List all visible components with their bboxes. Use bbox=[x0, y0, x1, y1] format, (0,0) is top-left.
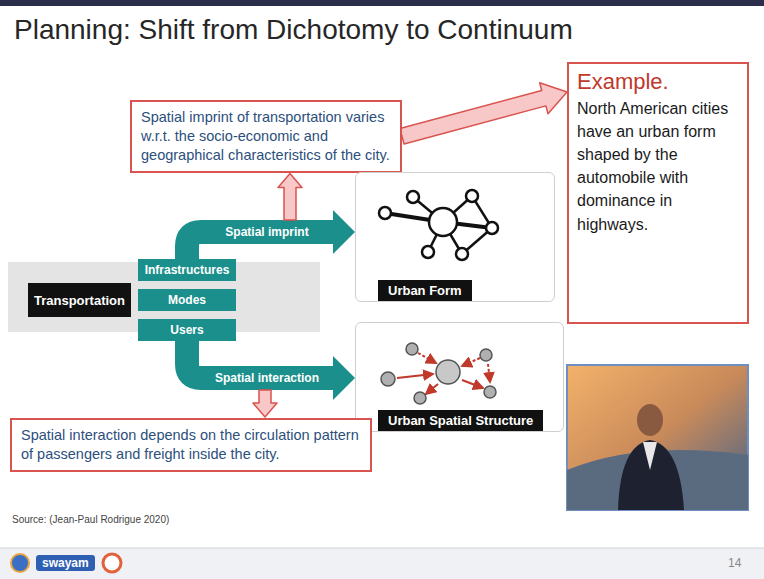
arrow-head bbox=[333, 356, 355, 400]
area-node bbox=[480, 349, 492, 361]
callout-arrow bbox=[400, 83, 567, 144]
teal-box: Users bbox=[138, 319, 236, 341]
node-text: Modes bbox=[168, 293, 206, 307]
teal-box: Modes bbox=[138, 289, 236, 311]
top-strip bbox=[0, 0, 764, 6]
network-node bbox=[486, 222, 498, 234]
black-box: Transportation bbox=[28, 283, 131, 317]
presenter-body bbox=[618, 440, 684, 510]
video-frame bbox=[567, 365, 748, 510]
slide-title: Planning: Shift from Dichotomy to Contin… bbox=[14, 14, 573, 46]
footer-line bbox=[0, 548, 764, 549]
network-node bbox=[429, 208, 457, 236]
callout-arrow bbox=[278, 174, 302, 221]
flow-arrow bbox=[397, 374, 433, 378]
node-text: Urban Spatial Structure bbox=[378, 410, 543, 431]
flow-arrow bbox=[418, 353, 436, 363]
area-node bbox=[484, 386, 496, 398]
source-note: Source: (Jean-Paul Rodrigue 2020) bbox=[12, 514, 169, 525]
centre-node bbox=[436, 360, 460, 384]
area-node bbox=[381, 372, 395, 386]
node-text: Example. bbox=[577, 68, 739, 97]
callout-arrow bbox=[253, 390, 277, 417]
logo-circle bbox=[103, 554, 121, 572]
area-node bbox=[414, 392, 426, 404]
area-node bbox=[406, 343, 418, 355]
page-number: 14 bbox=[728, 556, 741, 570]
logo-circle bbox=[11, 554, 29, 572]
logo-text: swayam bbox=[36, 555, 95, 571]
edge-label: Spatial imprint bbox=[222, 224, 311, 240]
edge-label: Spatial interaction bbox=[212, 370, 322, 386]
presenter-head bbox=[637, 404, 663, 436]
presenter-video bbox=[567, 365, 748, 510]
flow-arrow bbox=[462, 358, 480, 366]
network-node bbox=[407, 191, 419, 203]
arrow-head bbox=[333, 210, 355, 254]
node-text: North American cities have an urban form… bbox=[577, 97, 739, 236]
node-text: Spatial interaction depends on the circu… bbox=[21, 426, 361, 464]
node-text: Infrastructures bbox=[145, 263, 230, 277]
connector bbox=[187, 210, 355, 259]
network-node bbox=[422, 246, 434, 258]
connector bbox=[400, 83, 567, 144]
node-text: Users bbox=[170, 323, 203, 337]
urban-form-network bbox=[379, 190, 498, 260]
presenter-shirt bbox=[643, 442, 657, 470]
network-node bbox=[466, 190, 478, 202]
network-node bbox=[456, 248, 468, 260]
spatial-structure-nodes bbox=[381, 343, 496, 404]
node-text: Urban Form bbox=[378, 280, 472, 301]
flow-arrow bbox=[488, 364, 490, 382]
node-text: Transportation bbox=[34, 293, 125, 308]
node-text: Spatial imprint of transportation varies… bbox=[141, 108, 391, 165]
note-box: Spatial imprint of transportation varies… bbox=[130, 100, 402, 173]
note-box: Spatial interaction depends on the circu… bbox=[10, 418, 372, 472]
diagram-panel: Urban Form bbox=[355, 172, 555, 302]
example-box: Example.North American cities have an ur… bbox=[567, 62, 749, 324]
spatial-structure-flows bbox=[397, 353, 490, 394]
flow-arrow bbox=[462, 380, 483, 388]
flow-arrow bbox=[426, 384, 438, 394]
teal-box: Infrastructures bbox=[138, 259, 236, 281]
network-node bbox=[379, 207, 391, 219]
diagram-panel: Urban Spatial Structure bbox=[355, 322, 564, 432]
footer-bar bbox=[0, 548, 764, 579]
